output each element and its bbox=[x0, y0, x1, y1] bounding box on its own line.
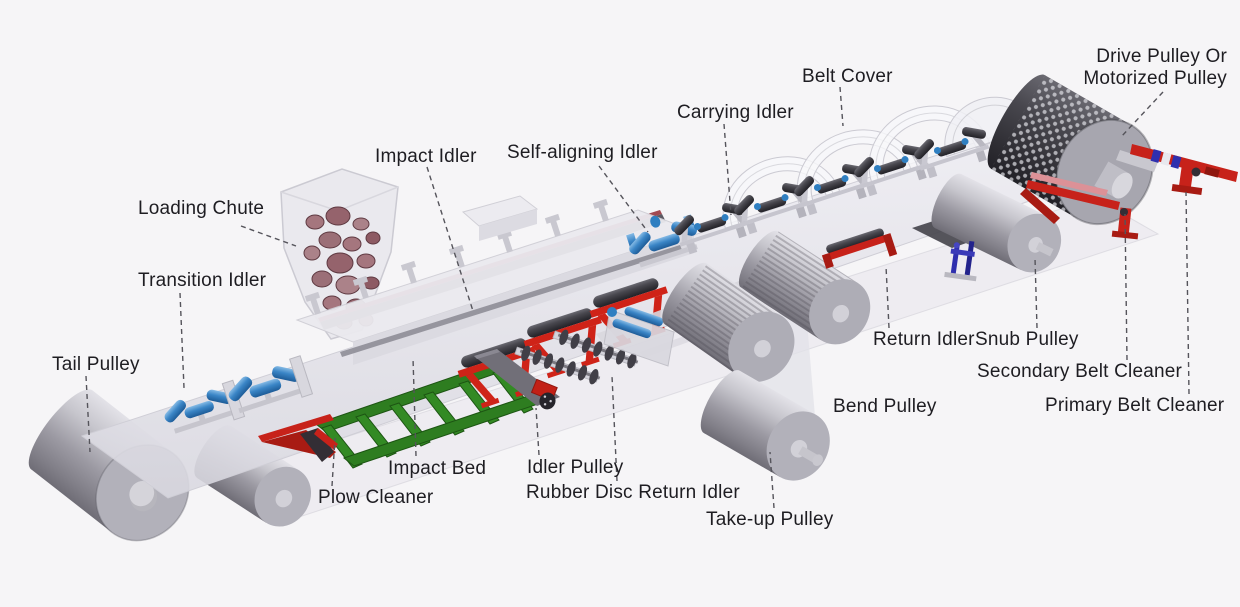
label-drive-pulley-line1: Drive Pulley Or bbox=[1096, 46, 1227, 67]
label-take-up-pulley: Take-up Pulley bbox=[706, 509, 834, 530]
label-tail-pulley: Tail Pulley bbox=[52, 354, 140, 375]
label-primary-belt-cleaner: Primary Belt Cleaner bbox=[1045, 395, 1225, 416]
bend-pulley-rollers bbox=[662, 230, 871, 382]
label-return-idler: Return Idler bbox=[873, 329, 975, 350]
label-bend-pulley: Bend Pulley bbox=[833, 396, 937, 417]
plow-cleaner-part bbox=[258, 414, 338, 462]
rubber-disc-return-idlers bbox=[514, 306, 675, 385]
label-carrying-idler: Carrying Idler bbox=[677, 102, 794, 123]
transition-idlers bbox=[164, 355, 314, 434]
label-idler-pulley: Idler Pulley bbox=[527, 457, 624, 478]
snub-pulley-part bbox=[931, 173, 1062, 273]
label-plow-cleaner: Plow Cleaner bbox=[318, 487, 434, 508]
secondary-belt-cleaner-part bbox=[1020, 172, 1139, 240]
label-impact-bed: Impact Bed bbox=[388, 458, 487, 479]
take-up-pulley-part bbox=[700, 370, 830, 481]
return-idler-part bbox=[821, 228, 898, 269]
label-transition-idler: Transition Idler bbox=[138, 270, 267, 291]
label-self-aligning-idler: Self-aligning Idler bbox=[507, 142, 658, 163]
skirt-board-cover bbox=[295, 195, 696, 365]
label-secondary-belt-cleaner: Secondary Belt Cleaner bbox=[977, 361, 1183, 382]
label-snub-pulley: Snub Pulley bbox=[975, 329, 1079, 350]
label-drive-pulley: Drive Pulley Or Motorized Pulley bbox=[1083, 46, 1227, 90]
label-loading-chute: Loading Chute bbox=[138, 198, 265, 219]
primary-belt-cleaner-part bbox=[1130, 144, 1238, 196]
screw-tensioner bbox=[944, 240, 977, 282]
label-drive-pulley-line2: Motorized Pulley bbox=[1083, 68, 1227, 89]
carrying-idlers bbox=[674, 127, 990, 255]
impact-bed-part bbox=[314, 359, 552, 469]
leader-lines bbox=[85, 86, 1190, 509]
label-rubber-disc-return-idler: Rubber Disc Return Idler bbox=[526, 482, 740, 503]
idler-pulley-part bbox=[474, 349, 560, 410]
label-belt-cover: Belt Cover bbox=[802, 66, 893, 87]
label-impact-idler: Impact Idler bbox=[375, 146, 477, 167]
